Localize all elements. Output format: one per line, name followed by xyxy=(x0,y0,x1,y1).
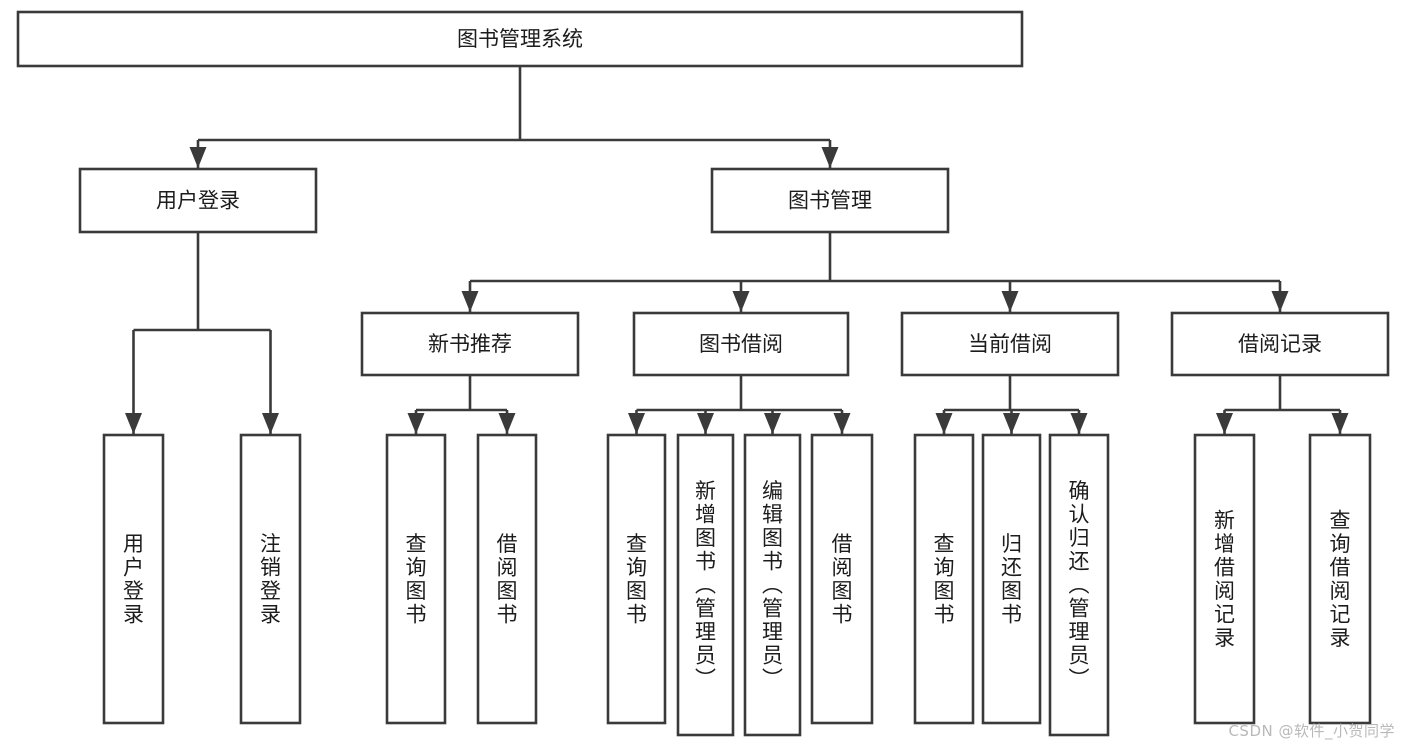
node-leaf-1[interactable]: 注销登录 xyxy=(239,433,302,725)
node-l3-3[interactable]: 借阅记录 xyxy=(1170,311,1390,377)
arrow-head-icon xyxy=(764,413,781,434)
node-label: 借阅图书 xyxy=(832,532,853,627)
node-box xyxy=(743,433,802,737)
diagram-nodes: 图书管理系统用户登录图书管理新书推荐图书借阅当前借阅借阅记录用户登录注销登录查询… xyxy=(16,10,1390,737)
node-leaf-12[interactable]: 查询借阅记录 xyxy=(1308,433,1372,725)
node-label: 借阅记录 xyxy=(1238,332,1322,356)
node-label: 查询图书 xyxy=(626,532,647,627)
node-label: 注销登录 xyxy=(260,532,281,627)
node-leaf-10[interactable]: 确认归还︵管理员︶ xyxy=(1048,433,1110,737)
csdn-watermark: CSDN @软件_小贺同学 xyxy=(1228,722,1395,740)
node-box xyxy=(900,311,1120,377)
node-label: 编辑图书︵管理员︶ xyxy=(762,479,783,691)
node-box xyxy=(1048,433,1110,737)
node-box xyxy=(239,433,302,725)
node-leaf-0[interactable]: 用户登录 xyxy=(102,433,165,725)
node-leaf-11[interactable]: 新增借阅记录 xyxy=(1193,433,1256,725)
node-l3-0[interactable]: 新书推荐 xyxy=(360,311,580,377)
arrow-head-icon xyxy=(189,147,207,168)
arrow-head-icon xyxy=(628,413,645,434)
arrow-head-icon xyxy=(125,413,142,434)
arrow-head-icon xyxy=(833,413,851,434)
arrow-head-icon xyxy=(935,413,953,434)
node-l2-0[interactable]: 用户登录 xyxy=(78,167,318,234)
arrow-head-icon xyxy=(821,147,839,168)
arrow-head-icon xyxy=(498,413,516,434)
arrow-head-icon xyxy=(1001,291,1019,312)
node-box xyxy=(1193,433,1256,725)
node-l3-2[interactable]: 当前借阅 xyxy=(900,311,1120,377)
node-l2-1[interactable]: 图书管理 xyxy=(710,167,950,234)
node-leaf-3[interactable]: 借阅图书 xyxy=(476,433,538,725)
node-label: 查询借阅记录 xyxy=(1330,508,1351,650)
node-box xyxy=(606,433,667,725)
node-label: 用户登录 xyxy=(123,532,144,627)
node-l3-1[interactable]: 图书借阅 xyxy=(632,311,850,377)
node-label: 新书推荐 xyxy=(428,332,512,356)
arrow-head-icon xyxy=(1271,291,1289,312)
node-label: 当前借阅 xyxy=(968,332,1052,356)
node-leaf-7[interactable]: 借阅图书 xyxy=(810,433,874,725)
node-label: 图书管理 xyxy=(788,189,872,213)
arrow-head-icon xyxy=(1070,413,1088,434)
node-root-0[interactable]: 图书管理系统 xyxy=(16,10,1024,68)
node-label: 查询图书 xyxy=(406,532,427,627)
node-leaf-9[interactable]: 归还图书 xyxy=(981,433,1042,725)
node-box xyxy=(913,433,975,725)
node-box xyxy=(360,311,580,377)
connector-edges xyxy=(125,66,1349,434)
node-label: 新增借阅记录 xyxy=(1214,508,1235,650)
arrow-head-icon xyxy=(1216,413,1233,434)
arrow-head-icon xyxy=(407,413,425,434)
arrow-head-icon xyxy=(1003,413,1020,434)
node-label: 用户登录 xyxy=(156,189,240,213)
node-label: 图书管理系统 xyxy=(457,27,583,51)
node-box xyxy=(476,433,538,725)
node-label: 确认归还︵管理员︶ xyxy=(1069,479,1090,691)
arrow-head-icon xyxy=(1331,413,1349,434)
node-leaf-2[interactable]: 查询图书 xyxy=(385,433,447,725)
arrow-head-icon xyxy=(732,291,750,312)
node-leaf-5[interactable]: 新增图书︵管理员︶ xyxy=(676,433,735,737)
node-box xyxy=(810,433,874,725)
node-box xyxy=(102,433,165,725)
arrow-head-icon xyxy=(461,291,479,312)
node-label: 图书借阅 xyxy=(699,332,783,356)
node-box xyxy=(710,167,950,234)
node-label: 查询图书 xyxy=(934,532,955,627)
node-box xyxy=(676,433,735,737)
node-box xyxy=(16,10,1024,68)
node-leaf-8[interactable]: 查询图书 xyxy=(913,433,975,725)
node-label: 归还图书 xyxy=(1001,532,1022,627)
arrow-head-icon xyxy=(697,413,714,434)
node-box xyxy=(385,433,447,725)
node-leaf-4[interactable]: 查询图书 xyxy=(606,433,667,725)
node-box xyxy=(1170,311,1390,377)
node-box xyxy=(981,433,1042,725)
node-box xyxy=(632,311,850,377)
node-label: 新增图书︵管理员︶ xyxy=(695,479,716,691)
arrow-head-icon xyxy=(262,413,279,434)
node-box xyxy=(78,167,318,234)
node-label: 借阅图书 xyxy=(497,532,518,627)
node-leaf-6[interactable]: 编辑图书︵管理员︶ xyxy=(743,433,802,737)
node-box xyxy=(1308,433,1372,725)
